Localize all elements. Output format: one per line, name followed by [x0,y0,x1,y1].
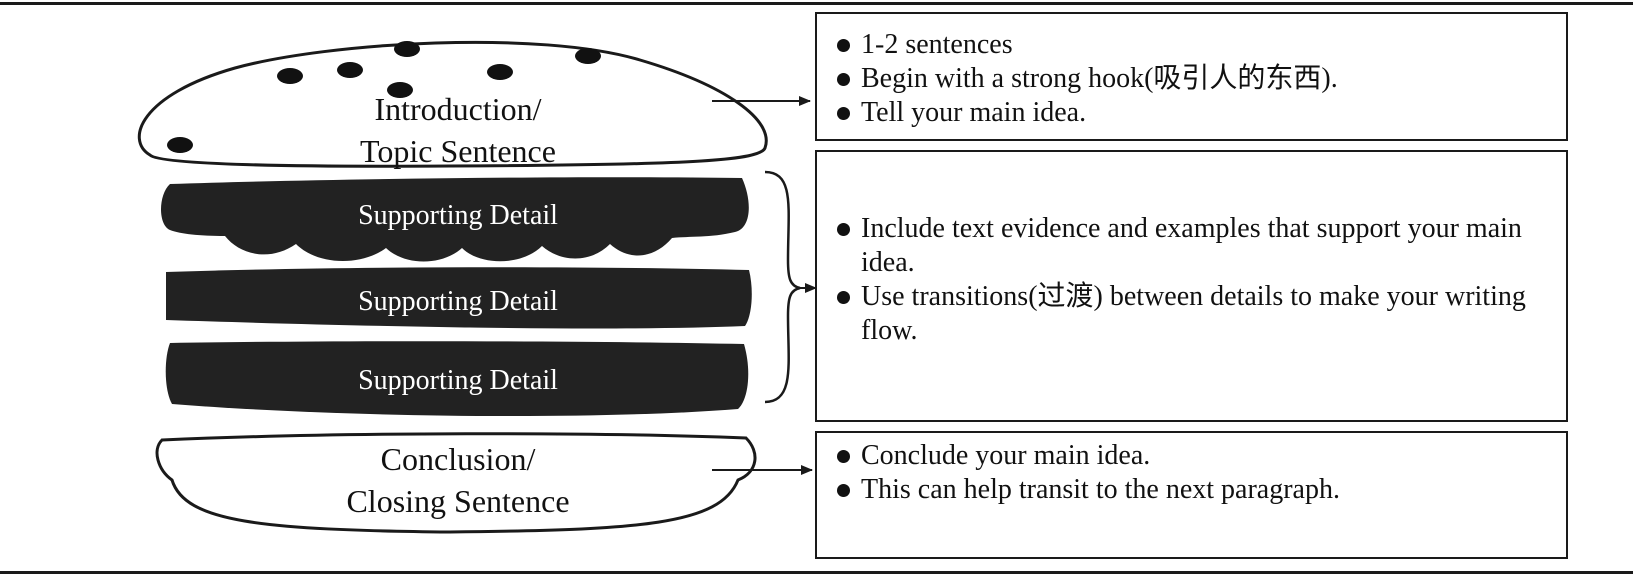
sesame-seed-icon [167,137,193,153]
top-bun-label-line1: Introduction/ [374,91,541,127]
conclusion-note-1: Conclude your main idea. [833,439,1556,473]
top-bun-label-line2: Topic Sentence [360,133,556,169]
patty-3 [165,341,749,417]
sesame-seed-icon [487,64,513,80]
curly-brace [764,170,801,404]
patty-2-label: Supporting Detail [358,286,558,317]
sesame-seed-icon [387,82,413,98]
patty-3-label: Supporting Detail [358,365,558,396]
patty-2 [166,267,752,329]
support-notes-box: Include text evidence and examples that … [815,150,1568,422]
patty-1 [161,177,749,262]
support-note-2: Use transitions(过渡) between details to m… [833,280,1556,348]
sesame-seed-icon [337,62,363,78]
sesame-seed-icon [277,68,303,84]
intro-note-1: 1-2 sentences [833,28,1556,62]
bottom-bun-label-line1: Conclusion/ [381,441,536,477]
patty-1-label: Supporting Detail [358,200,558,231]
conclusion-note-2: This can help transit to the next paragr… [833,473,1556,507]
support-note-1: Include text evidence and examples that … [833,212,1556,280]
sesame-seed-icon [394,41,420,57]
sesame-seed-icon [575,48,601,64]
intro-note-3: Tell your main idea. [833,96,1556,130]
intro-note-2: Begin with a strong hook(吸引人的东西). [833,62,1556,96]
bottom-bun-label-line2: Closing Sentence [346,483,569,519]
bottom-border [0,571,1633,574]
intro-notes-box: 1-2 sentences Begin with a strong hook(吸… [815,12,1568,141]
conclusion-notes-box: Conclude your main idea. This can help t… [815,431,1568,559]
top-border [0,2,1633,5]
bottom-bun [155,432,757,534]
